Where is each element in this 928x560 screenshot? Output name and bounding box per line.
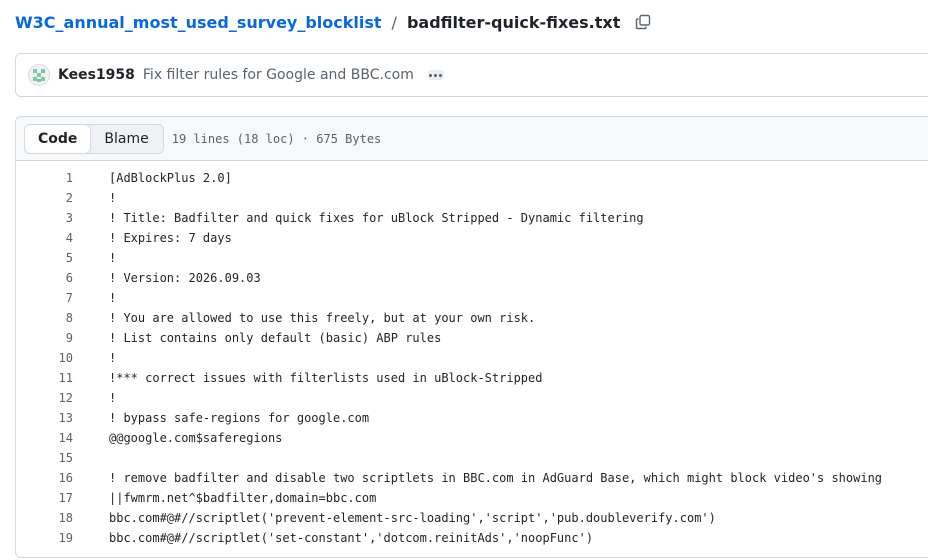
file-viewer: Code Blame 19 lines (18 loc) · 675 Bytes… bbox=[15, 116, 928, 558]
view-toggle: Code Blame bbox=[24, 123, 164, 154]
code-line: 14 @@google.com$saferegions bbox=[16, 428, 928, 448]
code-line: 12! bbox=[16, 388, 928, 408]
code-line: 8 ! You are allowed to use this freely, b… bbox=[16, 308, 928, 328]
line-content: ! Expires: 7 days bbox=[109, 231, 232, 245]
line-number[interactable]: 19 bbox=[58, 531, 73, 545]
code-line: 2! bbox=[16, 188, 928, 208]
line-content: ! bbox=[109, 351, 117, 365]
code-line: 18 bbc.com#@#//scriptlet('prevent-element… bbox=[16, 508, 928, 528]
code-line: 19 bbc.com#@#//scriptlet('set-constant','… bbox=[16, 528, 928, 548]
file-info: 19 lines (18 loc) · 675 Bytes bbox=[171, 131, 382, 146]
line-content: @@google.com$saferegions bbox=[109, 431, 283, 445]
line-number[interactable]: 13 bbox=[58, 411, 73, 425]
code-line: 13 ! bypass safe-regions for google.com bbox=[16, 408, 928, 428]
line-number[interactable]: 12 bbox=[58, 391, 73, 405]
tab-code[interactable]: Code bbox=[24, 123, 92, 154]
line-content: ! bbox=[109, 391, 117, 405]
line-number[interactable]: 16 bbox=[58, 471, 73, 485]
line-number[interactable]: 8 bbox=[65, 311, 73, 325]
repo-link[interactable]: W3C_annual_most_used_survey_blocklist bbox=[15, 12, 382, 32]
line-content: ! bbox=[109, 191, 117, 205]
line-content: ! Version: 2026.09.03 bbox=[109, 271, 261, 285]
line-content: bbc.com#@#//scriptlet('prevent-element-s… bbox=[109, 511, 716, 525]
file-header: Code Blame 19 lines (18 loc) · 675 Bytes bbox=[16, 117, 928, 161]
code-line: 9 ! List contains only default (basic) AB… bbox=[16, 328, 928, 348]
line-number[interactable]: 15 bbox=[58, 451, 73, 465]
line-content: !*** correct issues with filterlists use… bbox=[109, 371, 543, 385]
line-number[interactable]: 11 bbox=[58, 371, 73, 385]
line-content: [AdBlockPlus 2.0] bbox=[109, 171, 232, 185]
line-content: ! bypass safe-regions for google.com bbox=[109, 411, 370, 425]
ellipsis-icon bbox=[434, 73, 438, 77]
code-line: 3 ! Title: Badfilter and quick fixes for … bbox=[16, 208, 928, 228]
line-content: ! bbox=[109, 251, 117, 265]
line-number[interactable]: 2 bbox=[65, 191, 73, 205]
code-line: 16 ! remove badfilter and disable two scr… bbox=[16, 468, 928, 488]
commit-message[interactable]: Fix filter rules for Google and BBC.com bbox=[142, 67, 414, 83]
line-content: ! Title: Badfilter and quick fixes for u… bbox=[109, 211, 644, 225]
tab-blame[interactable]: Blame bbox=[104, 130, 149, 147]
breadcrumb-separator: / bbox=[391, 12, 397, 32]
code-line: 11 !*** correct issues with filterlists u… bbox=[16, 368, 928, 388]
identicon-icon bbox=[29, 65, 49, 85]
line-content: ! remove badfilter and disable two scrip… bbox=[109, 471, 883, 485]
line-number[interactable]: 5 bbox=[65, 251, 73, 265]
ellipsis-icon bbox=[429, 73, 433, 77]
copy-icon bbox=[636, 14, 651, 30]
code-line: 6 ! Version: 2026.09.03 bbox=[16, 268, 928, 288]
line-content: ||fwmrm.net^$badfilter,domain=bbc.com bbox=[109, 491, 377, 505]
author-avatar[interactable] bbox=[28, 64, 50, 86]
ellipsis-icon bbox=[439, 73, 443, 77]
line-number[interactable]: 7 bbox=[65, 291, 73, 305]
line-number[interactable]: 10 bbox=[58, 351, 73, 365]
code-listing: 1 [AdBlockPlus 2.0] 2! 3 ! Title: Badfilter … bbox=[16, 161, 928, 548]
code-line: 4 ! Expires: 7 days bbox=[16, 228, 928, 248]
line-content: ! List contains only default (basic) ABP… bbox=[109, 331, 442, 345]
line-number[interactable]: 18 bbox=[58, 511, 73, 525]
line-content: bbc.com#@#//scriptlet('set-constant','do… bbox=[109, 531, 594, 545]
line-number[interactable]: 1 bbox=[65, 171, 73, 185]
line-number[interactable]: 4 bbox=[65, 231, 73, 245]
line-number[interactable]: 6 bbox=[65, 271, 73, 285]
code-line: 7! bbox=[16, 288, 928, 308]
line-number[interactable]: 9 bbox=[65, 331, 73, 345]
line-number[interactable]: 3 bbox=[65, 211, 73, 225]
line-number[interactable]: 17 bbox=[58, 491, 73, 505]
line-content: ! You are allowed to use this freely, bu… bbox=[109, 311, 536, 325]
commit-details-button[interactable] bbox=[427, 70, 444, 80]
file-name: badfilter-quick-fixes.txt bbox=[406, 12, 621, 32]
code-line: 15 bbox=[16, 448, 928, 468]
line-number[interactable]: 14 bbox=[58, 431, 73, 445]
code-line: 10! bbox=[16, 348, 928, 368]
copy-path-button[interactable] bbox=[634, 13, 652, 31]
line-content: ! bbox=[109, 291, 117, 305]
code-line: 1 [AdBlockPlus 2.0] bbox=[16, 168, 928, 188]
breadcrumb: W3C_annual_most_used_survey_blocklist / … bbox=[15, 8, 652, 36]
code-line: 17 ||fwmrm.net^$badfilter,domain=bbc.com bbox=[16, 488, 928, 508]
code-line: 5! bbox=[16, 248, 928, 268]
commit-author[interactable]: Kees1958 bbox=[58, 67, 135, 83]
latest-commit-box: Kees1958 Fix filter rules for Google and… bbox=[15, 53, 928, 97]
